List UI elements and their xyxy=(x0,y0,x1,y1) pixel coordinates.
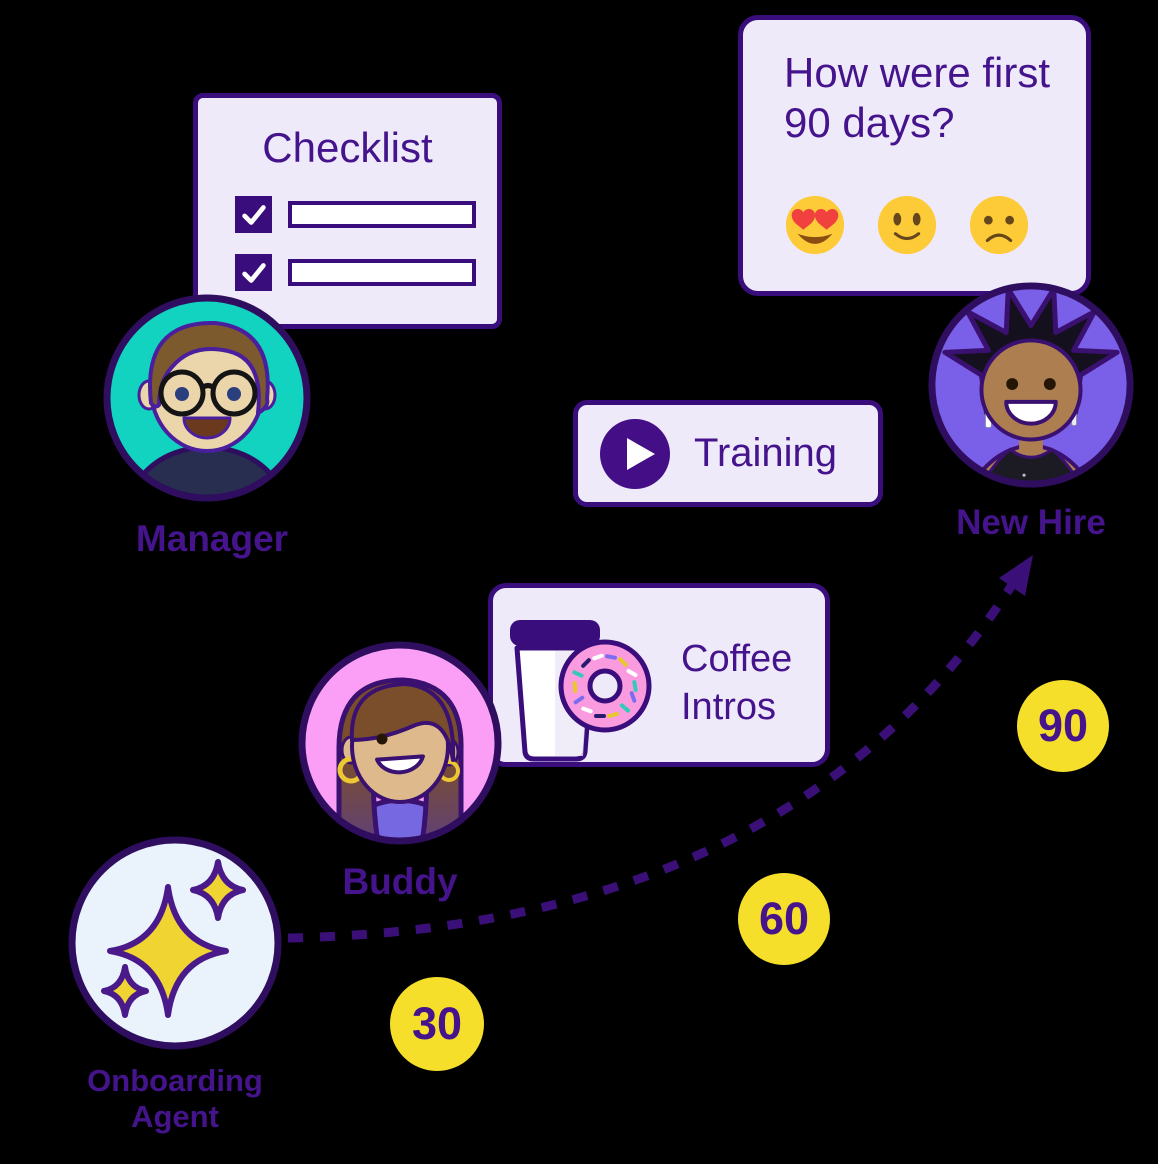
manager-avatar xyxy=(103,294,311,502)
milestone-90-badge: 90 xyxy=(1017,680,1109,772)
play-icon xyxy=(600,418,670,489)
checkbox-checked-icon[interactable] xyxy=(235,196,272,233)
coffee-intros-label: Coffee Intros xyxy=(681,638,793,728)
glasses-icon xyxy=(158,369,206,417)
coffee-intros-card: Coffee Intros xyxy=(488,583,830,767)
milestone-60-label: 60 xyxy=(758,893,810,944)
buddy-label: Buddy xyxy=(342,861,458,902)
training-label: Training xyxy=(694,431,838,475)
survey-card: How were first 90 days? xyxy=(738,15,1091,296)
milestone-30-badge: 30 xyxy=(390,977,484,1071)
milestone-90-label: 90 xyxy=(1037,700,1089,751)
milestone-30-label: 30 xyxy=(411,998,463,1049)
checklist-title: Checklist xyxy=(262,124,433,171)
checklist-card: Checklist xyxy=(193,93,502,329)
checklist-item-2 xyxy=(235,254,476,291)
frowning-emoji[interactable] xyxy=(968,194,1030,256)
heart-eyes-emoji[interactable] xyxy=(784,194,846,256)
buddy-avatar xyxy=(298,641,502,845)
checklist-item-field[interactable] xyxy=(288,201,476,228)
manager-label: Manager xyxy=(135,518,289,559)
sparkles-icon xyxy=(101,859,246,1018)
training-button[interactable]: Training xyxy=(573,400,883,507)
checklist-item-1 xyxy=(235,196,476,233)
donut-icon xyxy=(558,639,652,733)
survey-emoji-options xyxy=(784,194,1030,256)
donut-sprinkles xyxy=(572,653,638,719)
survey-question: How were first 90 days? xyxy=(784,49,1051,147)
onboarding-agent-label: Onboarding Agent xyxy=(87,1063,263,1134)
checkbox-checked-icon[interactable] xyxy=(235,254,272,291)
checklist-item-field[interactable] xyxy=(288,259,476,286)
new-hire-avatar xyxy=(928,282,1134,488)
milestone-60-badge: 60 xyxy=(738,873,830,965)
onboarding-agent-avatar xyxy=(68,836,282,1050)
new-hire-label: New Hire xyxy=(956,503,1106,542)
slightly-smiling-emoji[interactable] xyxy=(876,194,938,256)
progress-arrow-head xyxy=(999,555,1033,596)
